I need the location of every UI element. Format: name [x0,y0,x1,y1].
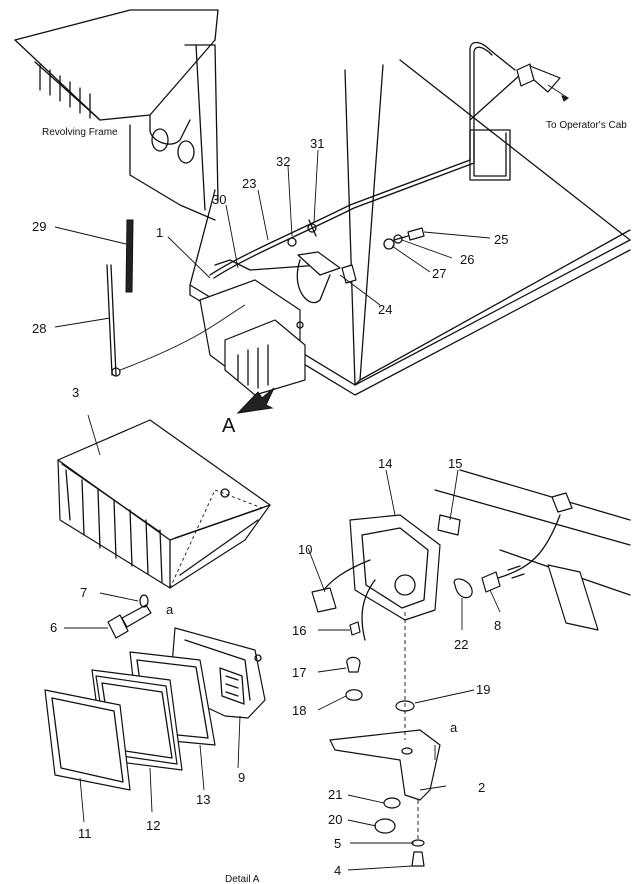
callout-19: 19 [476,682,490,697]
callout-21: 21 [328,787,342,802]
revolving-frame-label: Revolving Frame [42,127,118,138]
callout-10: 10 [298,542,312,557]
revolving-frame-drawing [14,9,219,221]
bolt-set-25-27 [383,227,425,250]
right-lamp-assembly [311,469,631,867]
mark-a-left: a [166,602,174,617]
frame-lamp-assembly [199,219,357,396]
callout-20: 20 [328,812,342,827]
callout-17: 17 [292,665,306,680]
callout-24: 24 [378,302,392,317]
callout-22: 22 [454,637,468,652]
callout-18: 18 [292,703,306,718]
detail-ref-a: A [222,415,236,437]
callout-6: 6 [50,620,57,635]
harness-to-cab [209,41,570,279]
screw-6-washer-7 [107,594,152,639]
callout-15: 15 [448,456,462,471]
callout-5: 5 [334,836,341,851]
callout-7: 7 [80,585,87,600]
callout-3: 3 [72,385,79,400]
callout-9: 9 [238,770,245,785]
detail-a-caption: Detail A [225,874,260,884]
callout-29: 29 [32,219,46,234]
callout-32: 32 [276,154,290,169]
callout-31: 31 [310,136,324,151]
callout-1: 1 [156,225,163,240]
callout-25: 25 [494,232,508,247]
callout-4: 4 [334,863,341,878]
callout-13: 13 [196,792,210,807]
callout-12: 12 [146,818,160,833]
callout-30: 30 [212,192,226,207]
callout-28: 28 [32,321,46,336]
callout-11: 11 [78,826,92,841]
mark-a-right: a [450,720,458,735]
callout-23: 23 [242,176,256,191]
callout-14: 14 [378,456,392,471]
to-cab-label: To Operator's Cab [546,120,627,131]
callout-16: 16 [292,623,306,638]
cable-ties [106,219,246,377]
callout-26: 26 [460,252,474,267]
callout-2: 2 [478,780,485,795]
lens-stack [44,627,266,791]
callout-27: 27 [432,266,446,281]
callout-8: 8 [494,618,501,633]
leader-lines [54,149,501,871]
lamp-guard [57,419,271,589]
detail-a-arrow [236,387,275,414]
